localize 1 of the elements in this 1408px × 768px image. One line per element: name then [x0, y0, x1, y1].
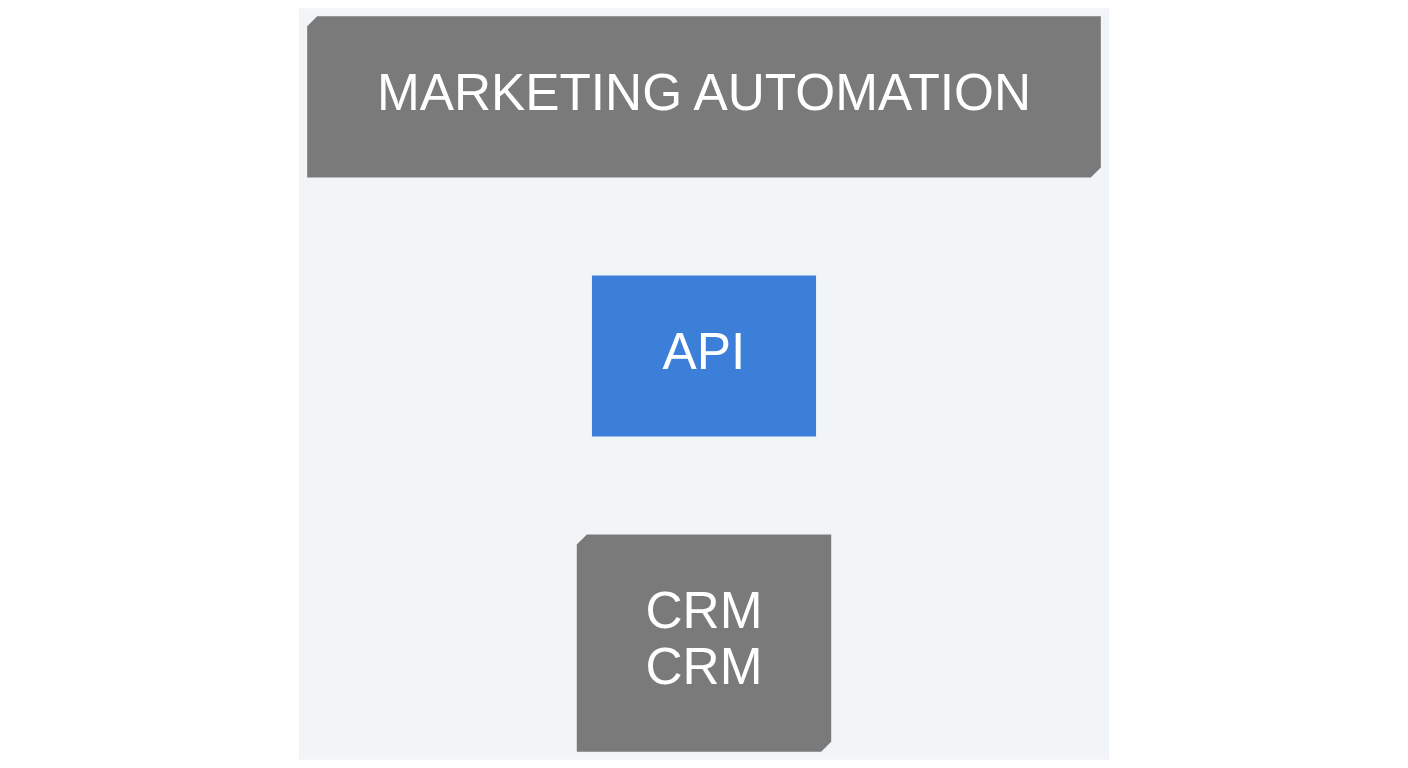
node-box: API: [591, 275, 817, 437]
